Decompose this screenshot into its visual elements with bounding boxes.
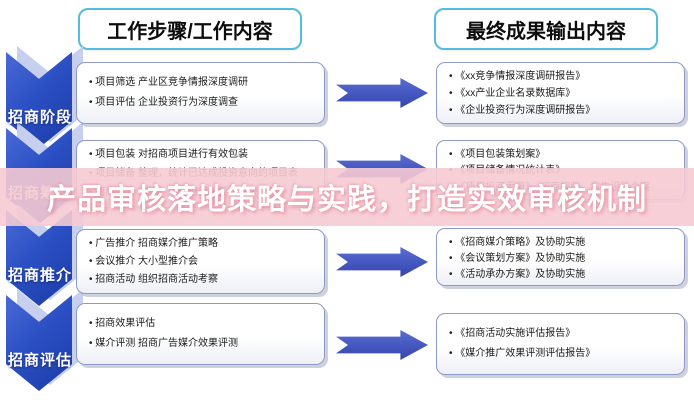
column-header-outputs: 最终成果输出内容 (434, 8, 658, 50)
output-item: 《招商媒介策略》及协助实施 (449, 236, 678, 247)
steps-box-4: 招商效果评估 媒介评测 招商广告媒介效果评测 (76, 303, 325, 365)
stage-label: 招商评估 (7, 351, 72, 369)
steps-list: 招商效果评估 媒介评测 招商广告媒介效果评测 (77, 304, 324, 364)
stage-chevron-1: 招商阶段 (6, 46, 83, 148)
outputs-list: 《xx竞争情报深度调研报告》 《xx产业企业名录数据库》 《企业投资行为深度调研… (437, 63, 684, 123)
outputs-box-3: 《招商媒介策略》及协助实施 《会议策划方案》及协助实施 《活动承办方案》及协助实… (436, 228, 685, 286)
output-item: 《活动承办方案》及协助实施 (449, 268, 678, 279)
overlay-title: 产品审核落地策略与实践，打造实效审核机制 (46, 184, 647, 216)
flow-arrow-right-icon (336, 330, 428, 360)
stage-chevron-4: 招商评估 (6, 289, 83, 391)
steps-list: 项目筛选 产业区竞争情报深度调研 项目评估 企业投资行为深度调查 (77, 63, 324, 123)
outputs-box-4: 《招商活动实施评估报告》 《媒介推广效果评测评估报告》 (436, 313, 685, 375)
flow-arrow-right-icon (336, 78, 428, 108)
output-item: 《企业投资行为深度调研报告》 (449, 104, 678, 116)
output-item: 《媒介推广效果评测评估报告》 (449, 347, 678, 362)
steps-list: 广告推介 招商媒介推广策略 会议推介 大小型推介会 招商活动 组织招商活动考察 (77, 230, 324, 293)
step-item: 媒介评测 招商广告媒介效果评测 (89, 337, 318, 352)
output-item: 《xx竞争情报深度调研报告》 (449, 70, 678, 82)
column-header-steps: 工作步骤/工作内容 (78, 8, 302, 50)
step-item: 招商效果评估 (89, 317, 318, 332)
steps-box-1: 项目筛选 产业区竞争情报深度调研 项目评估 企业投资行为深度调查 (76, 62, 325, 124)
output-item: 《项目包装策划案》 (449, 148, 678, 160)
column-header-outputs-label: 最终成果输出内容 (466, 20, 626, 43)
outputs-box-1: 《xx竞争情报深度调研报告》 《xx产业企业名录数据库》 《企业投资行为深度调研… (436, 62, 685, 124)
step-item: 招商活动 组织招商活动考察 (89, 273, 318, 286)
step-item: 项目筛选 产业区竞争情报深度调研 (89, 76, 318, 91)
output-item: 《招商活动实施评估报告》 (449, 327, 678, 342)
steps-box-3: 广告推介 招商媒介推广策略 会议推介 大小型推介会 招商活动 组织招商活动考察 (76, 229, 325, 294)
step-item: 项目包装 对招商项目进行有效包装 (89, 148, 318, 162)
step-item: 项目评估 企业投资行为深度调查 (89, 96, 318, 111)
step-item: 广告推介 招商媒介推广策略 (89, 237, 318, 250)
output-item: 《xx产业企业名录数据库》 (449, 87, 678, 99)
stage-label: 招商推介 (7, 266, 72, 284)
output-item: 《会议策划方案》及协助实施 (449, 252, 678, 263)
flow-arrow-right-icon (336, 247, 428, 277)
outputs-list: 《招商媒介策略》及协助实施 《会议策划方案》及协助实施 《活动承办方案》及协助实… (437, 229, 684, 285)
outputs-list: 《招商活动实施评估报告》 《媒介推广效果评测评估报告》 (437, 314, 684, 374)
step-item: 会议推介 大小型推介会 (89, 255, 318, 268)
overlay-banner: 产品审核落地策略与实践，打造实效审核机制 (0, 168, 694, 226)
column-header-steps-label: 工作步骤/工作内容 (107, 20, 273, 43)
stage-label: 招商阶段 (7, 108, 72, 126)
